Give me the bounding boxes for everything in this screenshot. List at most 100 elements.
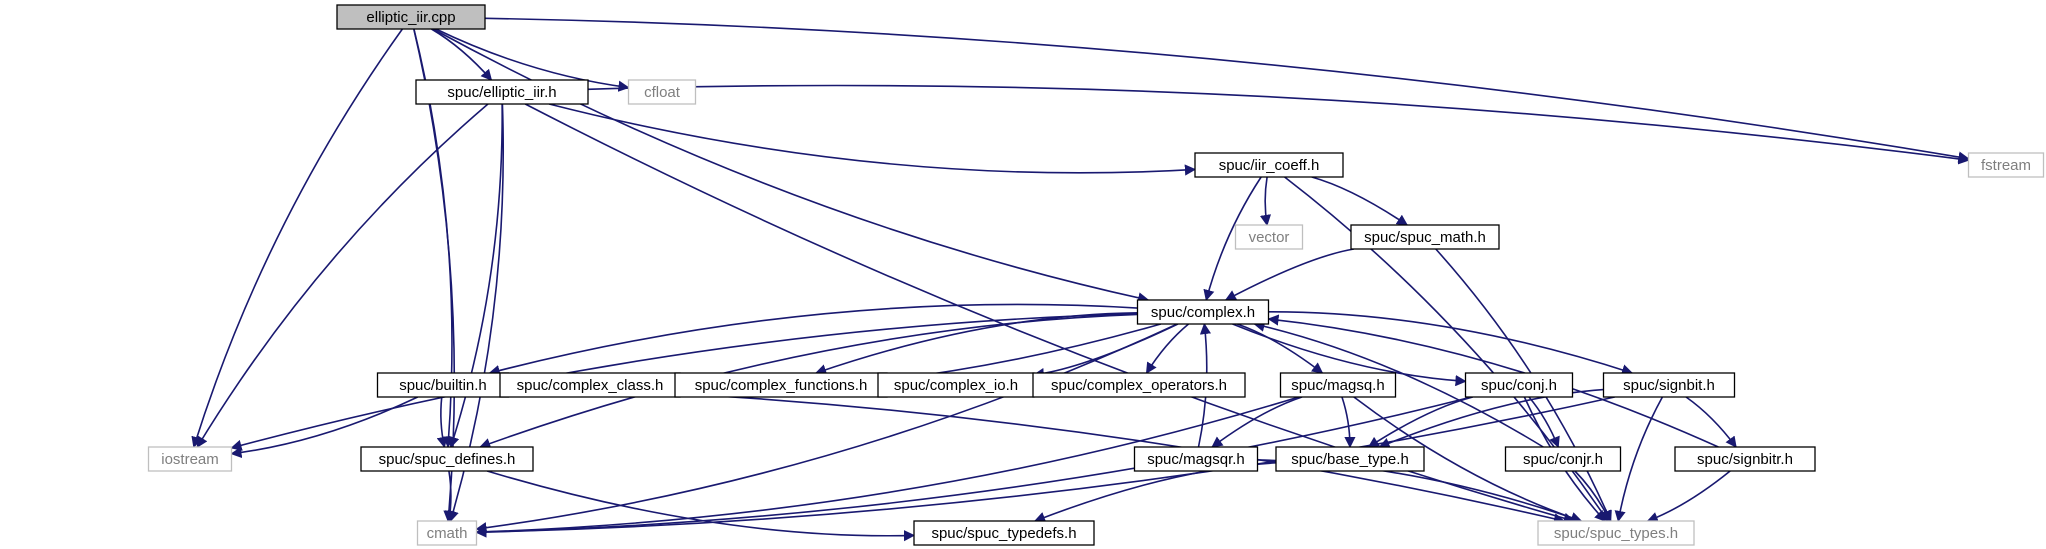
node-box <box>336 4 486 30</box>
node-elliptic-iir-cpp[interactable]: elliptic_iir.cpp <box>336 4 486 30</box>
node-base-type-h[interactable]: spuc/base_type.h <box>1275 446 1425 472</box>
edge-elliptic-iir-h-to-iir-coeff-h <box>548 103 1197 176</box>
node-label: spuc/complex_io.h <box>894 377 1018 394</box>
edge-conj-h-to-base-type-h <box>1367 396 1473 448</box>
node-label: spuc/builtin.h <box>399 377 487 394</box>
edge-builtin-h-to-iostream <box>230 396 419 459</box>
edge-complex-h-to-signbit-h <box>1268 310 1634 376</box>
node-label: cfloat <box>644 84 681 101</box>
node-label: spuc/complex.h <box>1151 304 1255 321</box>
edge-complex-h-to-iostream <box>230 312 1138 451</box>
edge-signbit-h-to-spuc-types-h <box>1614 396 1664 523</box>
edge-magsq-h-to-magsqr-h <box>1211 396 1303 448</box>
edge-complex-h-to-builtin-h <box>488 303 1138 376</box>
node-box <box>1350 224 1500 250</box>
node-label: spuc/signbitr.h <box>1697 451 1793 468</box>
node-box <box>1234 224 1304 250</box>
node-box <box>376 372 510 398</box>
node-label: spuc/elliptic_iir.h <box>447 84 556 101</box>
edge-complex-h-to-conj-h <box>1232 323 1467 387</box>
node-fstream[interactable]: fstream <box>1967 152 2045 178</box>
node-label: spuc/complex_class.h <box>517 377 664 394</box>
node-complex-operators-h[interactable]: spuc/complex_operators.h <box>1032 372 1246 398</box>
edge-magsq-h-to-cmath <box>475 396 1299 538</box>
node-box <box>913 520 1095 546</box>
edge-signbit-h-to-base-type-h <box>1378 388 1604 449</box>
edge-magsq-h-to-spuc-types-h <box>1353 396 1583 524</box>
node-spuc-defines-h[interactable]: spuc/spuc_defines.h <box>360 446 534 472</box>
node-elliptic-iir-h[interactable]: spuc/elliptic_iir.h <box>415 79 589 105</box>
node-cmath[interactable]: cmath <box>416 520 478 546</box>
edge-conj-h-to-cmath <box>475 396 1472 538</box>
node-spuc-math-h[interactable]: spuc/spuc_math.h <box>1350 224 1500 250</box>
node-conj-h[interactable]: spuc/conj.h <box>1464 372 1574 398</box>
edge-complex-h-to-spuc-defines-h <box>479 313 1138 449</box>
edge-signbitr-h-to-complex-h <box>1267 314 1719 448</box>
node-label: spuc/base_type.h <box>1291 451 1409 468</box>
node-box <box>360 446 534 472</box>
node-signbit-h[interactable]: spuc/signbit.h <box>1602 372 1736 398</box>
node-label: spuc/complex_functions.h <box>695 377 868 394</box>
edge-iir-coeff-h-to-spuc-math-h <box>1311 176 1409 226</box>
node-label: spuc/spuc_types.h <box>1554 525 1678 542</box>
edge-complex-h-to-complex-operators-h <box>1145 323 1190 374</box>
node-spuc-types-h[interactable]: spuc/spuc_types.h <box>1537 520 1695 546</box>
edge-elliptic-iir-cpp-to-iostream <box>191 28 404 449</box>
edge-signbit-h-to-signbitr-h <box>1685 396 1737 448</box>
edge-iir-coeff-h-to-complex-h <box>1203 176 1262 302</box>
node-label: fstream <box>1981 157 2031 174</box>
node-iostream[interactable]: iostream <box>147 446 233 472</box>
edge-signbitr-h-to-spuc-types-h <box>1646 470 1731 523</box>
node-complex-class-h[interactable]: spuc/complex_class.h <box>499 372 681 398</box>
node-signbitr-h[interactable]: spuc/signbitr.h <box>1674 446 1816 472</box>
edge-magsq-h-to-base-type-h <box>1341 396 1356 449</box>
node-spuc-typedefs-h[interactable]: spuc/spuc_typedefs.h <box>913 520 1095 546</box>
node-builtin-h[interactable]: spuc/builtin.h <box>376 372 510 398</box>
edge-complex-h-to-magsq-h <box>1236 323 1324 374</box>
edge-conj-h-to-conjr-h <box>1528 396 1560 449</box>
node-box <box>415 79 589 105</box>
edge-elliptic-iir-h-to-spuc-types-h <box>524 103 1575 524</box>
edge-spuc-defines-h-to-cmath <box>444 470 457 523</box>
edge-spuc-math-h-to-complex-h <box>1224 248 1355 301</box>
edge-complex-h-to-complex-io-h <box>1032 323 1179 380</box>
node-box <box>1602 372 1736 398</box>
node-label: spuc/spuc_typedefs.h <box>931 525 1076 542</box>
node-label: spuc/conj.h <box>1481 377 1557 394</box>
edge-elliptic-iir-h-to-fstream <box>587 84 1970 165</box>
node-label: spuc/magsq.h <box>1291 377 1384 394</box>
node-cfloat[interactable]: cfloat <box>627 79 697 105</box>
node-box <box>1136 299 1270 325</box>
node-label: spuc/spuc_math.h <box>1364 229 1486 246</box>
edge-elliptic-iir-cpp-to-cfloat <box>435 28 630 92</box>
edge-elliptic-iir-h-to-spuc-defines-h <box>448 103 503 449</box>
node-label: spuc/complex_operators.h <box>1051 377 1227 394</box>
node-label: vector <box>1249 229 1290 246</box>
node-vector[interactable]: vector <box>1234 224 1304 250</box>
node-label: iostream <box>161 451 219 468</box>
node-label: cmath <box>427 525 468 542</box>
node-magsqr-h[interactable]: spuc/magsqr.h <box>1133 446 1259 472</box>
node-complex-io-h[interactable]: spuc/complex_io.h <box>877 372 1035 398</box>
node-label: spuc/signbit.h <box>1623 377 1715 394</box>
node-label: elliptic_iir.cpp <box>366 9 455 26</box>
node-box <box>1537 520 1695 546</box>
node-magsq-h[interactable]: spuc/magsq.h <box>1279 372 1397 398</box>
edge-spuc-defines-h-to-spuc-typedefs-h <box>486 470 916 542</box>
node-box <box>499 372 681 398</box>
node-complex-functions-h[interactable]: spuc/complex_functions.h <box>674 372 888 398</box>
edge-conjr-h-to-spuc-types-h <box>1574 470 1611 523</box>
node-box <box>674 372 888 398</box>
node-label: spuc/spuc_defines.h <box>379 451 516 468</box>
node-box <box>1275 446 1425 472</box>
node-box <box>627 79 697 105</box>
node-box <box>1967 152 2045 178</box>
node-iir-coeff-h[interactable]: spuc/iir_coeff.h <box>1194 152 1344 178</box>
node-label: spuc/iir_coeff.h <box>1219 157 1320 174</box>
node-box <box>1279 372 1397 398</box>
node-box <box>147 446 233 472</box>
node-conjr-h[interactable]: spuc/conjr.h <box>1504 446 1622 472</box>
node-complex-h[interactable]: spuc/complex.h <box>1136 299 1270 325</box>
